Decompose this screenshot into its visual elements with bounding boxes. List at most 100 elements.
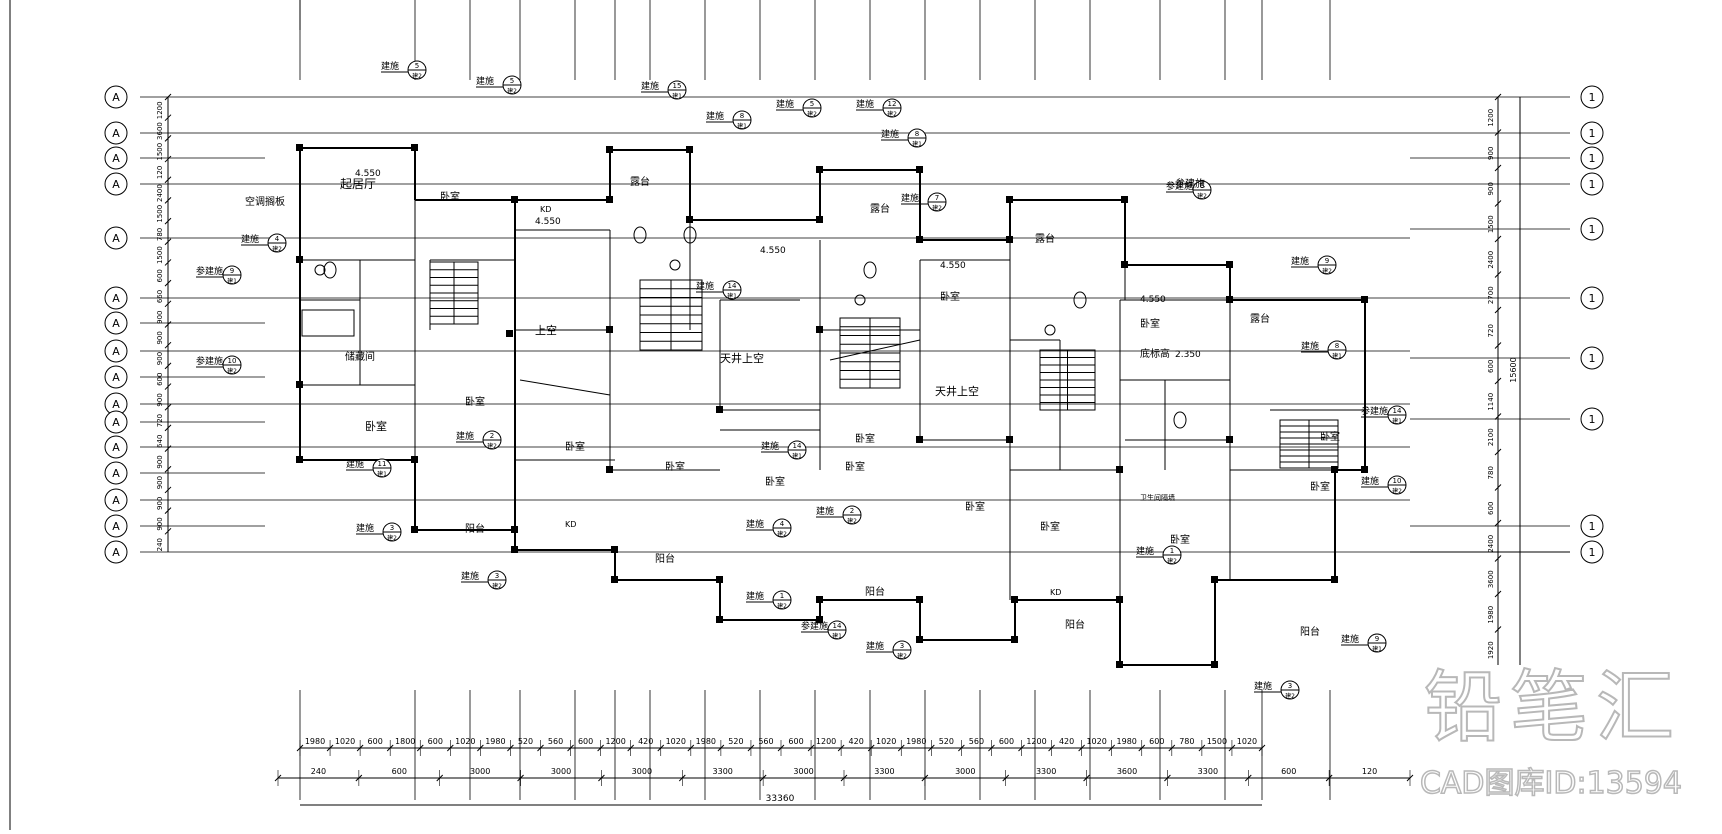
- column: [606, 146, 613, 153]
- callout-sheet: 建2: [387, 534, 397, 542]
- axis-bubble-left: [104, 286, 128, 310]
- room-label-up1: 上空: [535, 323, 557, 337]
- dim-text: 1980: [1117, 737, 1137, 746]
- callout-number: 14: [728, 282, 737, 290]
- callout-sheet: 建2: [412, 72, 422, 80]
- dim-text-left: 2400: [156, 184, 164, 202]
- room-label-elev1: 4.550: [355, 169, 381, 179]
- axis-bubble-left: [104, 85, 128, 109]
- callout-number: 14: [793, 442, 802, 450]
- column: [1116, 596, 1123, 603]
- room-label-balc5: 阳台: [1300, 625, 1320, 638]
- room-label-bed10: 卧室: [965, 500, 985, 513]
- column: [816, 326, 823, 333]
- room-label-balc1: 阳台: [465, 522, 485, 535]
- room-label-elev6: 2.350: [1175, 350, 1201, 360]
- callout-label: 建施: [1254, 680, 1272, 692]
- callout-sheet: 建2: [1392, 487, 1402, 495]
- callout-label: 参建施: [196, 355, 223, 367]
- room-label-bed5: 卧室: [665, 460, 685, 473]
- column: [411, 526, 418, 533]
- dim-text-left: 900: [156, 497, 164, 510]
- callout-sheet: 建2: [897, 652, 907, 660]
- axis-bubble-left: [104, 435, 128, 459]
- sink-icon: [314, 264, 326, 276]
- axis-bubble-left: [104, 121, 128, 145]
- dim-text: 3300: [874, 767, 894, 776]
- axis-label-right: 1: [1589, 292, 1596, 305]
- dim-tick: [1494, 413, 1502, 420]
- axis-label-right: 1: [1589, 546, 1596, 559]
- axis-label-left: A: [112, 416, 120, 429]
- column: [511, 526, 518, 533]
- room-label-bed9: 卧室: [940, 290, 960, 303]
- callout-sheet: 建2: [487, 442, 497, 450]
- dim-tick: [1494, 342, 1502, 349]
- room-label-bed4: 卧室: [565, 440, 585, 453]
- room-label-kd1: KD: [540, 205, 551, 214]
- dim-text: 120: [1362, 767, 1377, 776]
- callout-sheet: 建2: [777, 602, 787, 610]
- callout-label: 建施: [901, 192, 919, 204]
- dim-text-right: 1920: [1487, 641, 1495, 659]
- dim-text: 1500: [1207, 737, 1227, 746]
- dim-text: 3300: [1036, 767, 1056, 776]
- dim-text-left: 3600: [156, 122, 164, 140]
- room-label-eave: 底标高: [1140, 347, 1170, 360]
- dim-tick: [164, 383, 172, 390]
- axis-label-left: A: [112, 91, 120, 104]
- column: [1361, 466, 1368, 473]
- column: [1011, 636, 1018, 643]
- dim-tick: [1494, 271, 1502, 278]
- column: [1011, 596, 1018, 603]
- dim-text-left: 900: [156, 310, 164, 323]
- dim-tick: [164, 424, 172, 432]
- axis-label-left: A: [112, 398, 120, 411]
- callout-number: 2: [490, 432, 494, 440]
- dim-tick: [1494, 235, 1502, 243]
- dim-text-left: 1500: [156, 143, 164, 161]
- dim-text: 560: [548, 737, 563, 746]
- dim-text-left: 720: [156, 414, 164, 427]
- callout-label: 建施: [641, 80, 659, 92]
- column: [816, 616, 823, 623]
- room-label-bed12: 卧室: [1140, 317, 1160, 330]
- column: [511, 196, 518, 203]
- dim-text: 1980: [485, 737, 505, 746]
- dim-text: 520: [728, 737, 743, 746]
- callout-number: 6: [1200, 182, 1205, 190]
- dim-text: 3300: [713, 767, 733, 776]
- axis-label-right: 1: [1589, 520, 1596, 533]
- dim-tick: [1494, 200, 1502, 207]
- callout-sheet: 建1: [1392, 417, 1402, 425]
- axis-label-left: A: [112, 467, 120, 480]
- callout-label: 建施: [776, 98, 794, 110]
- room-label-bed1: 卧室: [440, 190, 460, 203]
- callout-label: 建施: [461, 570, 479, 582]
- columns: [296, 144, 1368, 668]
- callout-number: 3: [1288, 682, 1292, 690]
- callout-sheet: 建2: [807, 110, 817, 118]
- column: [686, 216, 693, 223]
- room-label-bed15: 卧室: [1320, 430, 1340, 443]
- axis-bubble-left: [104, 146, 128, 170]
- column: [1006, 436, 1013, 443]
- callout-label: 建施: [856, 98, 874, 110]
- callout-label: 建施: [746, 518, 764, 530]
- column: [816, 166, 823, 173]
- dim-text-right: 600: [1487, 502, 1495, 515]
- callout-label: 建施: [816, 505, 834, 517]
- room-label-balc4: 阳台: [1065, 618, 1085, 631]
- column: [916, 596, 923, 603]
- room-label-well2: 天井上空: [935, 384, 979, 398]
- callout-number: 9: [1375, 635, 1379, 643]
- axis-label-right: 1: [1589, 127, 1596, 140]
